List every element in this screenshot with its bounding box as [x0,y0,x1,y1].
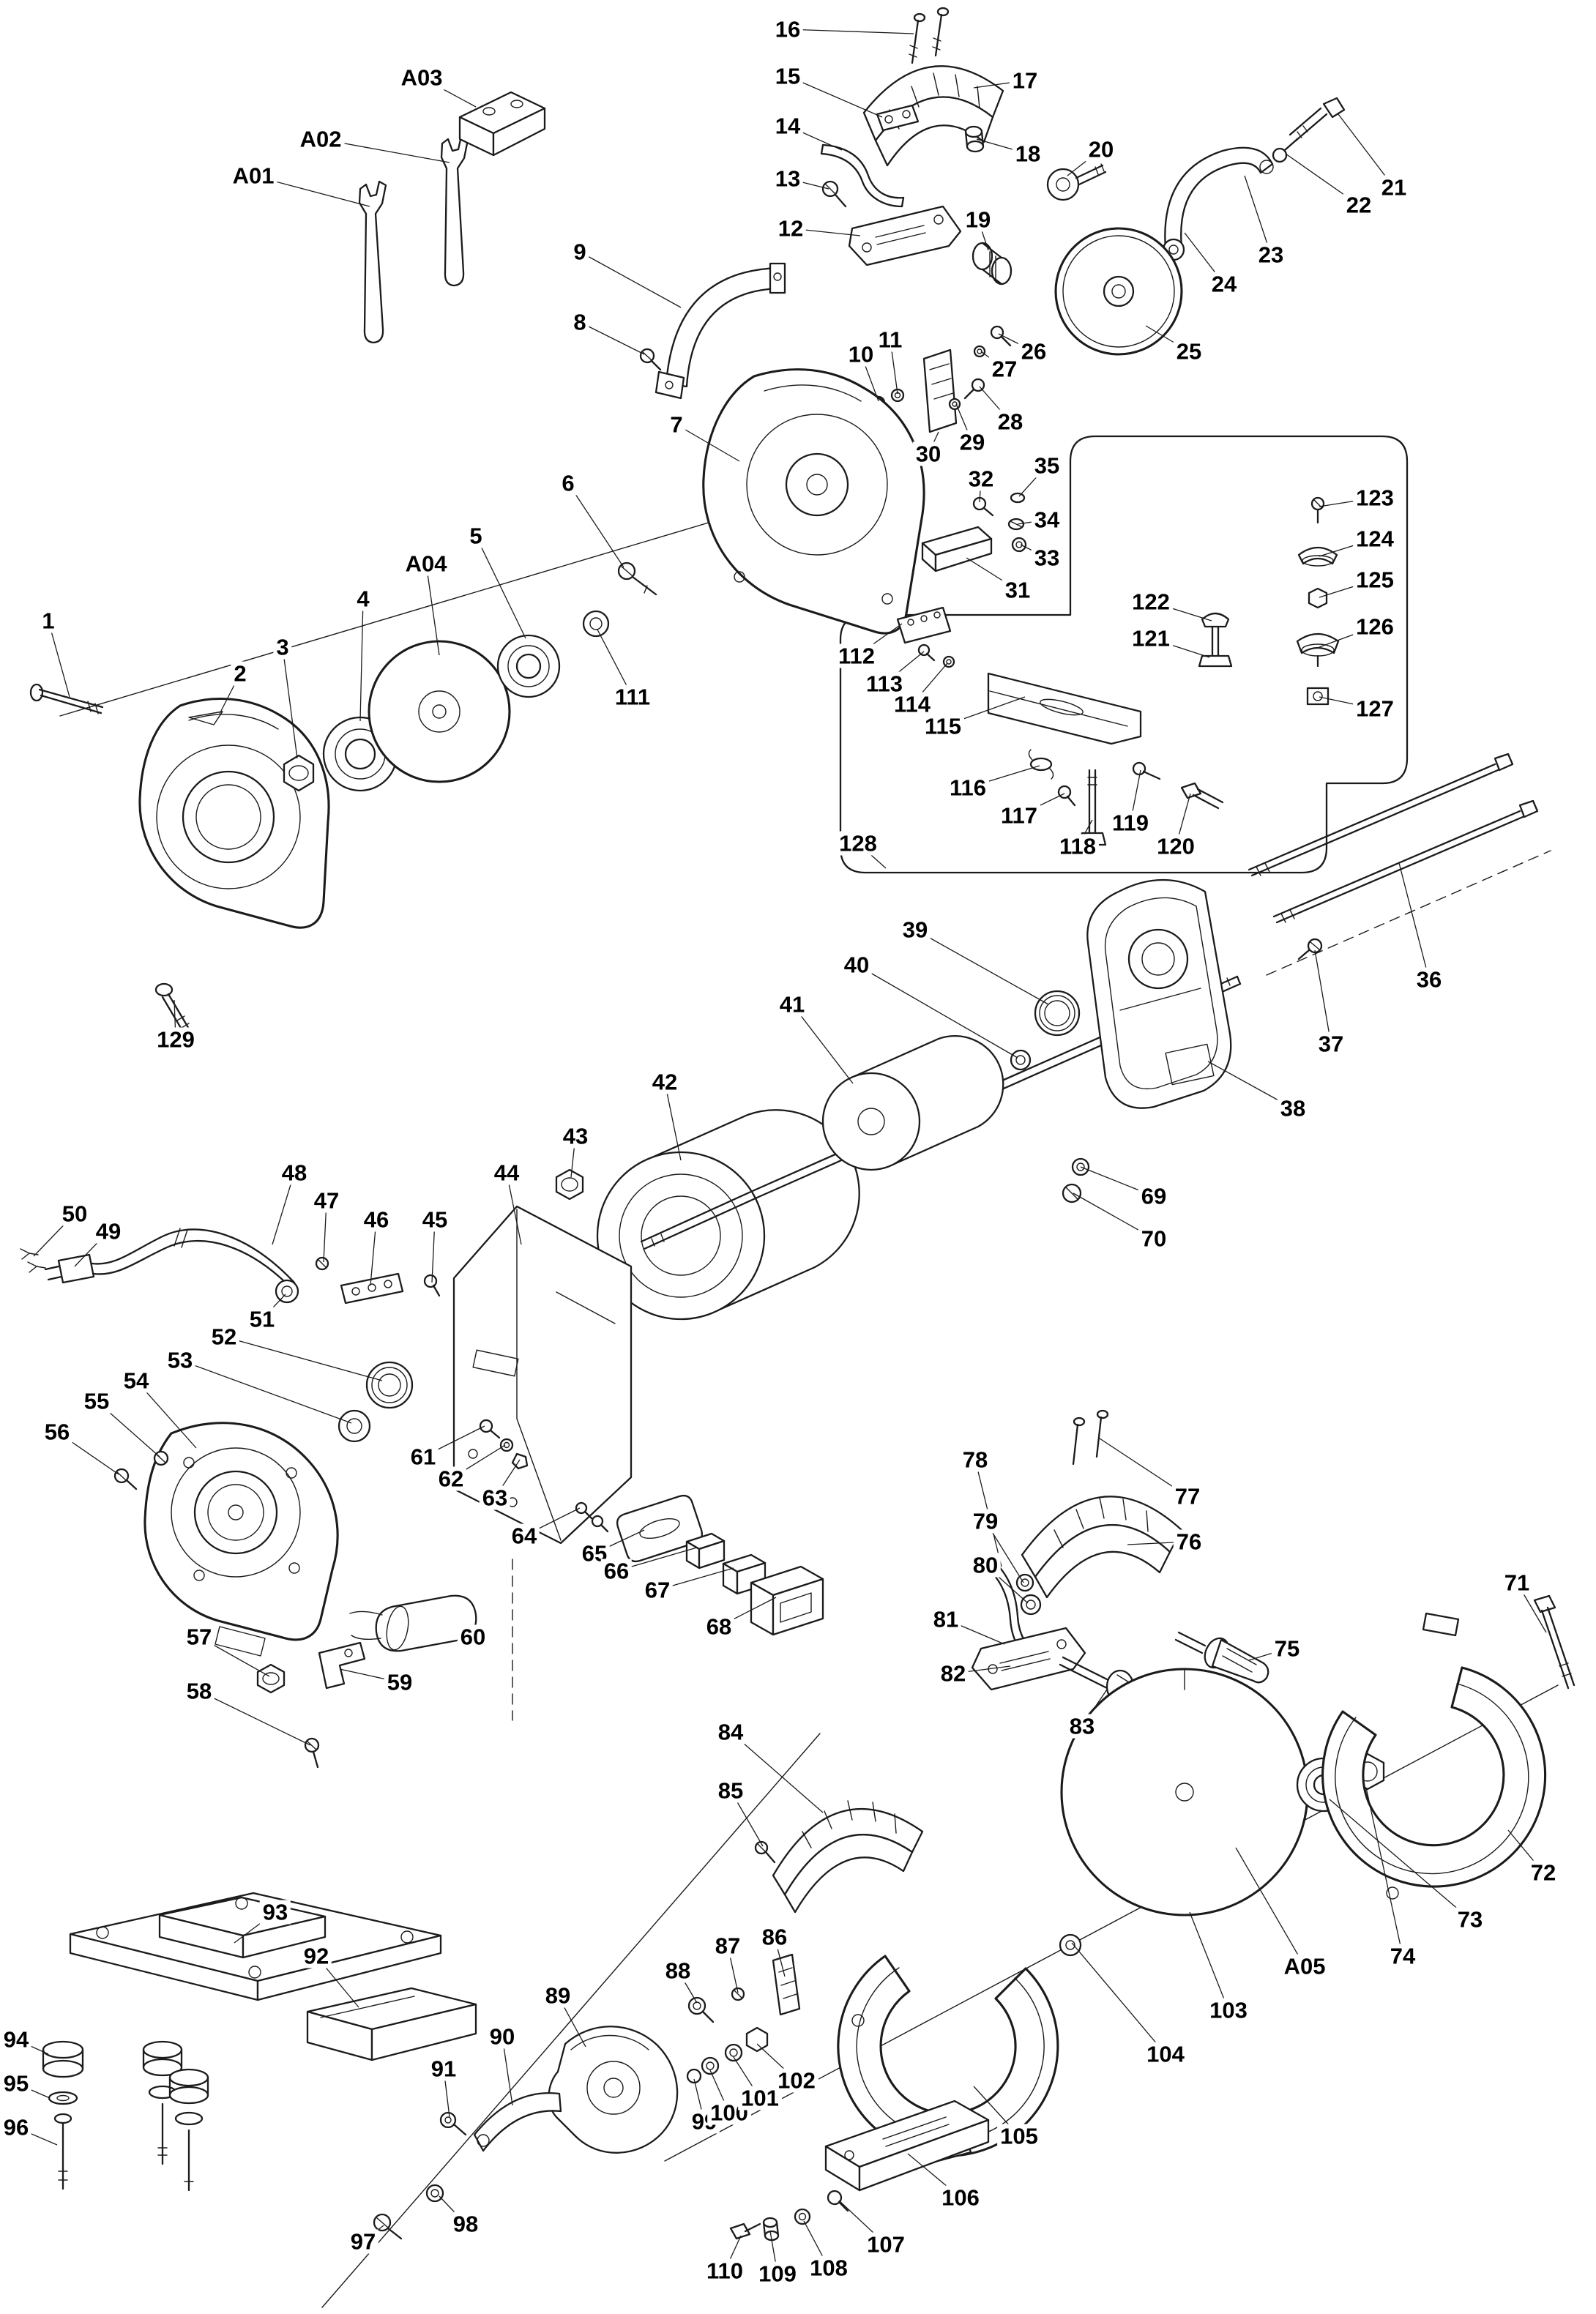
bracket-59 [318,1641,366,1690]
plate-86 [772,1953,801,2016]
screws-26-29 [948,325,1012,411]
grinding-wheel-a04 [368,640,511,783]
plate-46 [340,1272,404,1305]
cup-126 [1296,632,1340,668]
knob-19 [972,242,1013,285]
feet-under-base [142,2040,209,2192]
grille-plate-30 [922,348,958,433]
spark-guard-76 [1021,1496,1183,1599]
wrench-a02-icon [440,135,469,287]
bracket-115 [987,672,1142,745]
carriage-bolt-121-122 [1198,612,1233,668]
arm-90 [473,2092,562,2152]
screws-77 [1072,1409,1109,1466]
washer-70 [1062,1183,1082,1203]
bolt-71 [1533,1594,1576,1690]
terminals-50 [20,1248,46,1273]
bracket-44 [452,1205,633,1545]
bolt-1 [29,683,104,714]
square-nut-127 [1306,687,1330,706]
nut-3 [283,754,315,792]
end-housing-54 [143,1422,339,1657]
screw-45 [423,1274,441,1297]
grommet-51 [275,1279,299,1304]
screw-119 [1132,761,1161,780]
washer-40 [1010,1049,1032,1071]
screw-123 [1310,496,1325,524]
bearing-39 [1034,990,1081,1037]
capacitor-60 [349,1594,477,1652]
bracket-31-33 [921,526,993,572]
screw-56 [113,1468,138,1490]
tool-rest-12 [848,205,962,266]
knob-75 [1174,1631,1269,1684]
spark-guard-84 [772,1800,924,1914]
washer-98 [425,2184,444,2203]
nut-125 [1308,587,1328,609]
hardware-32-35 [972,492,1027,553]
nut-43 [555,1168,584,1201]
bolt-96 [53,2113,72,2190]
screw-6 [617,561,657,596]
screw-129 [154,982,193,1038]
screw-55 [153,1450,169,1466]
screw-97 [373,2213,403,2240]
eye-shield-arm-23-24 [1162,146,1274,261]
screws-107-110 [729,2190,849,2242]
screw-87 [731,1987,745,2001]
bolt-91 [439,2111,467,2136]
screw-58 [304,1737,320,1769]
wheel-guard-2 [138,697,330,929]
guard-89 [548,2026,679,2154]
washer-53 [338,1409,371,1443]
screw-88 [687,1996,715,2023]
cup-washer-124 [1297,546,1338,567]
bolt-20 [1046,163,1107,201]
stator-42 [596,1109,860,1321]
washer-79 [1015,1573,1034,1592]
screw-22 [1272,138,1299,163]
plate-112-114 [896,606,955,668]
washer-95 [48,2091,78,2105]
screw-47 [315,1256,329,1271]
washer-104 [1059,1933,1082,1957]
flange-5 [496,634,561,698]
bolts-36 [1248,753,1539,924]
washer-111 [582,610,610,638]
wing-nut-116 [1028,749,1054,780]
nut-57 [256,1663,286,1694]
grinding-wheel-25 [1054,227,1183,356]
screw-37 [1297,938,1323,960]
wheel-guard-7 [702,368,925,635]
bolt-118 [1078,769,1107,846]
hardware-panel [839,435,1409,874]
bearing-52 [365,1361,414,1409]
washer-69 [1071,1157,1090,1176]
wrench-a01-icon [358,180,387,344]
screw-8 [639,348,662,371]
screw-85 [754,1840,776,1864]
grinding-wheel-103 [1060,1668,1309,1916]
washer-80 [1020,1594,1042,1616]
guard-cover-9 [655,262,786,400]
power-cord-48 [91,1228,297,1294]
clamp-plate-15 [876,104,920,132]
washers-99-102 [686,2026,769,2084]
wheel-guard-72 [1321,1612,1547,1900]
base-93 [69,1892,442,2001]
bracket-a03 [458,91,546,157]
tray-92 [306,1987,477,2061]
bolt-120 [1180,782,1224,810]
screw-117 [1057,785,1076,807]
rotor-41 [821,1035,1004,1171]
screw-13 [821,180,847,208]
bolt-21 [1289,97,1346,142]
screws-16 [909,7,950,64]
plug-49 [44,1253,95,1284]
foot-94 [42,2040,84,2078]
motor-end-housing-38 [1086,878,1232,1109]
tool-rest-81-82 [971,1627,1086,1691]
